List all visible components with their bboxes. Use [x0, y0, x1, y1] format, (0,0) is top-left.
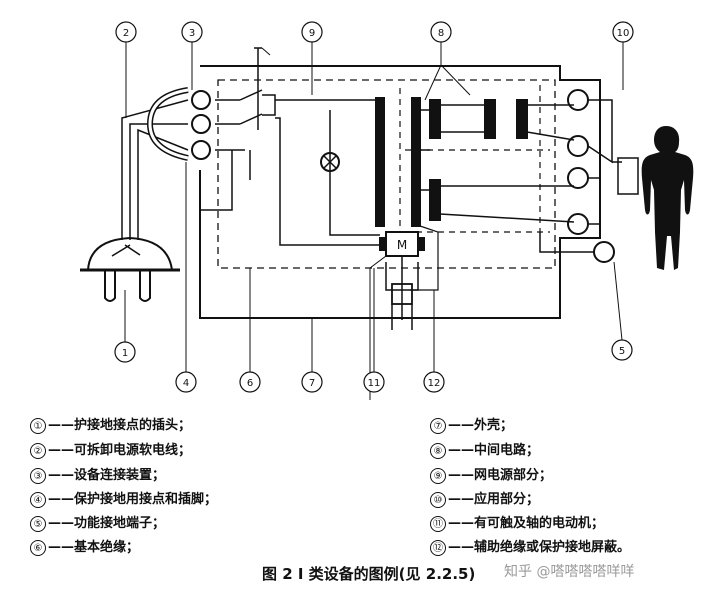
legend-num: ② [30, 443, 46, 459]
legend-num: ⑧ [430, 443, 446, 459]
legend-item-9: ⑨——网电源部分； [430, 468, 552, 485]
intermediate-coil-4 [429, 179, 441, 221]
legend-text: 网电源部分； [474, 468, 553, 483]
applied-part-contact-3 [567, 167, 589, 189]
legend-num: ⑫ [430, 540, 446, 556]
applied-part-contact-2 [567, 135, 589, 157]
legend-num: ① [30, 418, 46, 434]
legend-num: ④ [30, 492, 46, 508]
basic-insulation-dashed [217, 79, 556, 269]
callout-11-circle [363, 371, 385, 393]
plug-body [86, 236, 174, 271]
legend-num: ⑤ [30, 516, 46, 532]
legend-text: 有可触及轴的电动机； [474, 516, 605, 531]
legend-item-3: ③——设备连接装置； [30, 468, 165, 485]
callout-9-circle [301, 21, 323, 43]
legend-item-7: ⑦——外壳； [430, 418, 513, 435]
motor-shaft-coupling [391, 283, 413, 305]
callout-3-circle [181, 21, 203, 43]
legend-text: 辅助绝缘或保护接地屏蔽。 [474, 540, 631, 555]
plug-pin-left [104, 270, 116, 302]
applied-part-box [617, 157, 639, 195]
legend-item-11: ⑪——有可触及轴的电动机； [430, 516, 604, 533]
legend-text: 基本绝缘； [74, 540, 140, 555]
legend-text: 功能接地端子； [74, 516, 166, 531]
coupler-contact-2 [191, 114, 211, 134]
callout-6-circle [239, 371, 261, 393]
legend-item-2: ②——可拆卸电源软电线； [30, 443, 191, 460]
callout-12-label: 12 [428, 378, 441, 389]
power-cord [111, 99, 189, 257]
callout-1-circle [114, 341, 136, 363]
protective-earth-wiring [199, 149, 251, 211]
inner-insulation-dashed [399, 85, 550, 233]
legend-item-8: ⑧——中间电路； [430, 443, 539, 460]
legend-text: 护接地接点的插头； [74, 418, 192, 433]
legend-text: 保护接地用接点和插脚； [74, 492, 218, 507]
legend-num: ⑪ [430, 516, 446, 532]
legend-item-1: ①——护接地接点的插头； [30, 418, 191, 435]
legend-num: ⑨ [430, 468, 446, 484]
callout-9-label: 9 [309, 28, 315, 39]
legend-text: 可拆卸电源软电线； [74, 443, 192, 458]
legend-num: ③ [30, 468, 46, 484]
patient-silhouette [641, 126, 694, 270]
legend-num: ⑥ [30, 540, 46, 556]
mains-switch [215, 47, 276, 130]
transformer-core-primary [375, 97, 385, 227]
legend-text: 设备连接装置； [74, 468, 166, 483]
watermark: 知乎 @嗒嗒嗒嗒咩咩 [504, 564, 635, 580]
callout-10-label: 10 [617, 28, 630, 39]
callout-5-label: 5 [619, 346, 625, 357]
legend-text: 应用部分； [474, 492, 540, 507]
figure-caption: 图 2 I 类设备的图例(见 2.2.5) [262, 565, 476, 583]
callout-2-circle [115, 21, 137, 43]
legend-text: 中间电路； [474, 443, 540, 458]
callout-6-label: 6 [247, 378, 253, 389]
callout-10-circle [612, 21, 634, 43]
leader-lines [124, 42, 624, 372]
callout-7-label: 7 [309, 378, 315, 389]
applied-part-contact-1 [567, 89, 589, 111]
legend-item-10: ⑩——应用部分； [430, 492, 539, 509]
callout-4-circle [175, 371, 197, 393]
callout-2-label: 2 [123, 28, 129, 39]
callout-1-label: 1 [122, 348, 128, 359]
callout-12-circle [423, 371, 445, 393]
callout-11-label: 11 [368, 378, 381, 389]
functional-earth-terminal [593, 241, 615, 263]
intermediate-coil-2 [484, 99, 496, 139]
indicator-lamp [320, 152, 340, 172]
callout-5-circle [611, 339, 633, 361]
legend-num: ⑩ [430, 492, 446, 508]
callout-3-label: 3 [189, 28, 195, 39]
equipment-schematic: 2 3 9 8 10 1 5 4 6 7 11 12 M [80, 21, 694, 400]
callout-8-circle [430, 21, 452, 43]
intermediate-coil-1 [429, 99, 441, 139]
motor-label: M [397, 238, 407, 252]
transformer-core-secondary [411, 97, 421, 227]
coupler-contact-1 [191, 90, 211, 110]
enclosure-outline [199, 65, 601, 319]
legend-item-12: ⑫——辅助绝缘或保护接地屏蔽。 [430, 540, 630, 557]
legend-item-5: ⑤——功能接地端子； [30, 516, 165, 533]
callout-8-label: 8 [438, 28, 444, 39]
callout-7-circle [301, 371, 323, 393]
coupler-contact-3 [191, 140, 211, 160]
legend-item-6: ⑥——基本绝缘； [30, 540, 139, 557]
plug-pin-right [139, 270, 151, 302]
callout-4-label: 4 [183, 378, 189, 389]
legend-num: ⑦ [430, 418, 446, 434]
applied-part-contact-4 [567, 213, 589, 235]
legend-item-4: ④——保护接地用接点和插脚； [30, 492, 217, 509]
legend-text: 外壳； [474, 418, 514, 433]
intermediate-coil-3 [516, 99, 528, 139]
